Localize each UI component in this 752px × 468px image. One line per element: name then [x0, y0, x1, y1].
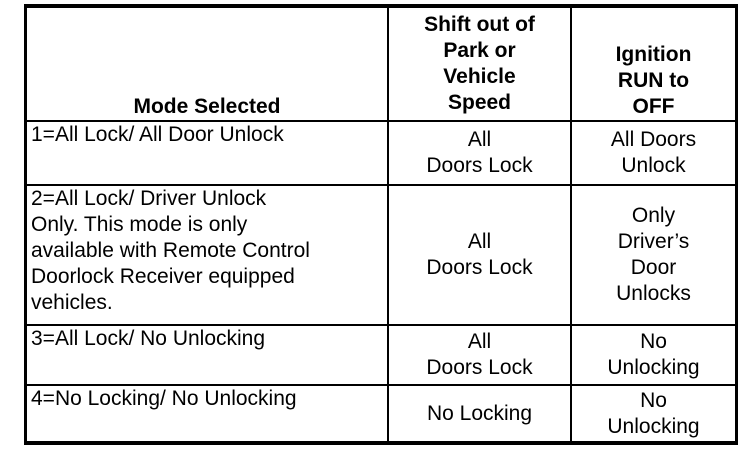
- header-shift-line: Speed: [447, 91, 512, 114]
- mode-line: vehicles.: [31, 291, 113, 314]
- header-mode-selected: Mode Selected: [24, 4, 389, 122]
- shift-line: Doors Lock: [426, 256, 533, 279]
- ignition-line: Door: [630, 256, 677, 279]
- table-row: 2=All Lock/ Driver Unlock Only. This mod…: [24, 184, 738, 326]
- shift-cell: No Locking: [387, 384, 572, 445]
- shift-line: Doors Lock: [426, 154, 533, 177]
- shift-line: All: [467, 230, 492, 253]
- ignition-line: Driver’s: [617, 230, 690, 253]
- header-ignition-line: OFF: [632, 95, 675, 118]
- mode-line: Only. This mode is only: [31, 213, 248, 236]
- header-shift-line: Shift out of: [424, 13, 535, 36]
- table-row: 4=No Locking/ No Unlocking No Locking No…: [24, 384, 738, 445]
- mode-cell: 4=No Locking/ No Unlocking: [24, 384, 389, 445]
- mode-line: available with Remote Control: [31, 239, 310, 262]
- door-lock-mode-table: Mode Selected Shift out of Park or Vehic…: [24, 4, 738, 445]
- shift-cell: All Doors Lock: [387, 120, 572, 186]
- table-header-row: Mode Selected Shift out of Park or Vehic…: [24, 4, 738, 122]
- shift-line: All: [467, 128, 492, 151]
- shift-line: All: [467, 330, 492, 353]
- header-shift-out-of-park: Shift out of Park or Vehicle Speed: [387, 4, 572, 122]
- table-row: 1=All Lock/ All Door Unlock All Doors Lo…: [24, 120, 738, 186]
- shift-cell: All Doors Lock: [387, 324, 572, 386]
- ignition-line: Only: [631, 204, 676, 227]
- header-ignition-line: RUN to: [617, 69, 690, 92]
- mode-line: 1=All Lock/ All Door Unlock: [31, 123, 284, 146]
- ignition-line: Unlocking: [607, 356, 700, 379]
- shift-line: No Locking: [426, 401, 533, 425]
- ignition-line: Unlocking: [607, 414, 700, 438]
- header-ignition-line: Ignition: [615, 43, 692, 66]
- mode-cell: 1=All Lock/ All Door Unlock: [24, 120, 389, 186]
- ignition-line: Unlocks: [616, 282, 691, 305]
- ignition-line: All Doors: [610, 128, 697, 151]
- mode-cell: 3=All Lock/ No Unlocking: [24, 324, 389, 386]
- ignition-line: Unlock: [621, 154, 686, 177]
- mode-line: Doorlock Receiver equipped: [31, 265, 295, 288]
- mode-line: 3=All Lock/ No Unlocking: [31, 327, 266, 350]
- mode-line: 4=No Locking/ No Unlocking: [31, 387, 297, 410]
- table-row: 3=All Lock/ No Unlocking All Doors Lock …: [24, 324, 738, 386]
- ignition-cell: Only Driver’s Door Unlocks: [570, 184, 738, 326]
- ignition-line: No: [640, 388, 667, 412]
- ignition-cell: No Unlocking: [570, 384, 738, 445]
- header-ignition-run-to-off: Ignition RUN to OFF: [570, 4, 738, 122]
- header-shift-line: Vehicle: [443, 65, 516, 88]
- ignition-cell: All Doors Unlock: [570, 120, 738, 186]
- shift-line: Doors Lock: [426, 356, 533, 379]
- ignition-line: No: [640, 330, 667, 353]
- header-shift-line: Park or: [443, 39, 516, 62]
- shift-cell: All Doors Lock: [387, 184, 572, 326]
- mode-cell: 2=All Lock/ Driver Unlock Only. This mod…: [24, 184, 389, 326]
- mode-line: 2=All Lock/ Driver Unlock: [31, 187, 267, 210]
- ignition-cell: No Unlocking: [570, 324, 738, 386]
